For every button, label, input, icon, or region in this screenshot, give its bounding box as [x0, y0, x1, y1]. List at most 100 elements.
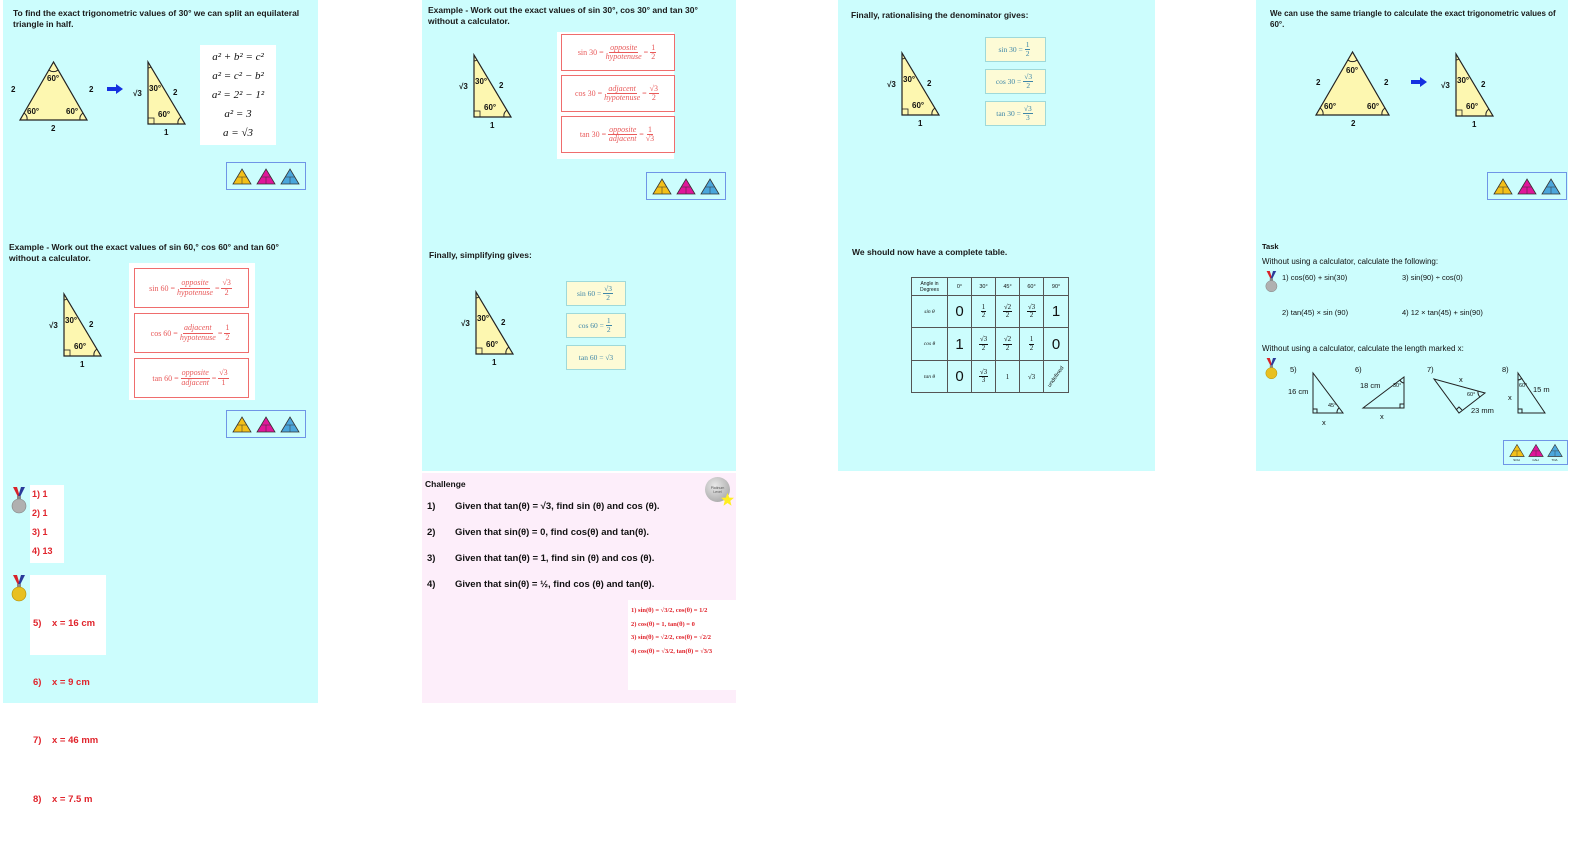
side-label: √3 — [1441, 81, 1450, 90]
slide-8-task[interactable]: Task Without using a calculator, calcula… — [1256, 235, 1568, 471]
numerator: √3 — [648, 83, 660, 94]
cos-triangle-icon[interactable] — [1527, 443, 1544, 458]
slide-5[interactable]: Example - Work out the exact values of s… — [3, 235, 318, 470]
angle-label: 60° — [1467, 392, 1476, 398]
side-label: 2 — [1351, 119, 1356, 128]
numerator: adjacent — [183, 323, 213, 334]
answer: 4) 13 — [32, 546, 53, 556]
slide-3[interactable]: Finally, rationalising the denominator g… — [838, 0, 1155, 235]
angle-label: 60° — [1466, 102, 1479, 111]
gold-answers: 5) x = 16 cm 6) x = 9 cm 7) x = 46 mm 8)… — [30, 575, 106, 805]
numerator: √3 — [603, 284, 614, 294]
badge-label: Platinum Level — [710, 485, 725, 494]
numerator: √3 — [1026, 302, 1037, 312]
slide-6[interactable]: Finally, simplifying gives: √3 30° 2 60°… — [422, 235, 736, 471]
numerator: √3 — [221, 278, 232, 289]
equation-line: a² = 2² − 1² — [211, 89, 265, 101]
sin-triangle-icon[interactable] — [652, 177, 672, 195]
answer: 3) 1 — [32, 527, 48, 537]
cos-triangle-icon[interactable] — [256, 167, 276, 185]
trig-triangles-legend — [226, 410, 306, 438]
tan-triangle-icon[interactable] — [280, 167, 300, 185]
cos-triangle-icon[interactable] — [1517, 177, 1537, 195]
cos-triangle-icon[interactable] — [676, 177, 696, 195]
answer: 6) x = 9 cm — [33, 676, 90, 688]
header-cell: 45° — [995, 277, 1020, 296]
slide-2[interactable]: Example - Work out the exact values of s… — [422, 0, 736, 235]
denominator: 3 — [1025, 113, 1030, 122]
equilateral-triangle-diagram: 60° 60° 60° 2 2 2 — [9, 60, 99, 136]
denominator: 2 — [1029, 311, 1034, 319]
answer: 8) x = 7.5 m — [33, 793, 93, 805]
slide-title: We can use the same triangle to calculat… — [1270, 9, 1556, 29]
tan-triangle-icon[interactable] — [700, 177, 720, 195]
slide-10-challenge[interactable]: Challenge Platinum Level 1)Given that ta… — [422, 473, 736, 703]
tan-triangle-icon[interactable] — [1541, 177, 1561, 195]
angle-label: 60° — [1519, 383, 1528, 389]
sin-triangle-icon[interactable] — [1493, 177, 1513, 195]
angle-label: 60° — [486, 340, 499, 349]
denominator: 2 — [1029, 343, 1034, 352]
side-label: 15 m — [1533, 385, 1550, 394]
denominator: 2 — [981, 311, 986, 319]
denominator: 2 — [224, 287, 229, 297]
numerator: √3 — [978, 367, 989, 377]
denominator: 2 — [651, 93, 656, 102]
slide-4[interactable]: We can use the same triangle to calculat… — [1256, 0, 1568, 235]
angle-label: 30° — [477, 314, 490, 323]
item-text: Given that sin(θ) = ½, find cos (θ) and … — [455, 579, 655, 590]
table-cell: 1 — [1042, 295, 1070, 328]
formula-lhs: cos 30 = — [574, 89, 603, 98]
answer: 7) x = 46 mm — [33, 735, 99, 746]
tan-triangle-icon[interactable] — [1546, 443, 1563, 458]
slide-title: Example - Work out the exact values of s… — [9, 242, 279, 263]
angle-label: 30° — [475, 77, 488, 86]
tan-triangle-icon[interactable] — [280, 415, 300, 433]
slide-title: Challenge — [425, 479, 466, 489]
right-triangle-diagram: √3 30° 2 60° 1 — [461, 290, 524, 370]
gold-medal-icon — [11, 575, 27, 608]
right-triangle-diagram: √3 30° 2 60° 1 — [133, 60, 196, 140]
equilateral-triangle-diagram: 60° 60° 60° 2 2 2 — [1308, 50, 1398, 128]
cos-triangle-icon[interactable] — [256, 415, 276, 433]
numerator: 1 — [980, 302, 987, 312]
numerator: 1 — [650, 42, 657, 53]
angle-label: 60° — [27, 107, 40, 116]
table-cell: 1 — [995, 360, 1020, 393]
answer: 4) cos(θ) = √3/2, tan(θ) = √3/3 — [631, 647, 713, 655]
table-cell: √3 — [1019, 360, 1044, 393]
sin-triangle-icon[interactable] — [1508, 443, 1525, 458]
slide-1[interactable]: To find the exact trigonometric values o… — [3, 0, 318, 235]
equation-line: a² = 3 — [224, 108, 252, 120]
numerator: opposite — [180, 368, 210, 379]
side-label: 1 — [918, 119, 923, 128]
slide-9[interactable]: 1) 1 2) 1 3) 1 4) 13 5) x = 16 cm 6) x =… — [3, 470, 318, 805]
numerator: 1 — [1024, 40, 1031, 50]
cell-value: undefined — [1046, 364, 1066, 389]
question-number: 8) — [1502, 365, 1509, 374]
angle-label: 60° — [912, 101, 925, 110]
angle-label: 30° — [149, 84, 162, 93]
arrow-right-icon — [107, 84, 123, 94]
sin-triangle-icon[interactable] — [232, 167, 252, 185]
arrow-right-icon — [1411, 77, 1427, 87]
header-cell: Angle in Degrees — [911, 277, 948, 296]
sin-triangle-icon[interactable] — [232, 415, 252, 433]
question-number: 5) — [1290, 365, 1297, 374]
slide-7[interactable]: We should now have a complete table. Ang… — [838, 235, 1155, 471]
item-text: Given that sin(θ) = 0, find cos(θ) and t… — [455, 527, 650, 538]
